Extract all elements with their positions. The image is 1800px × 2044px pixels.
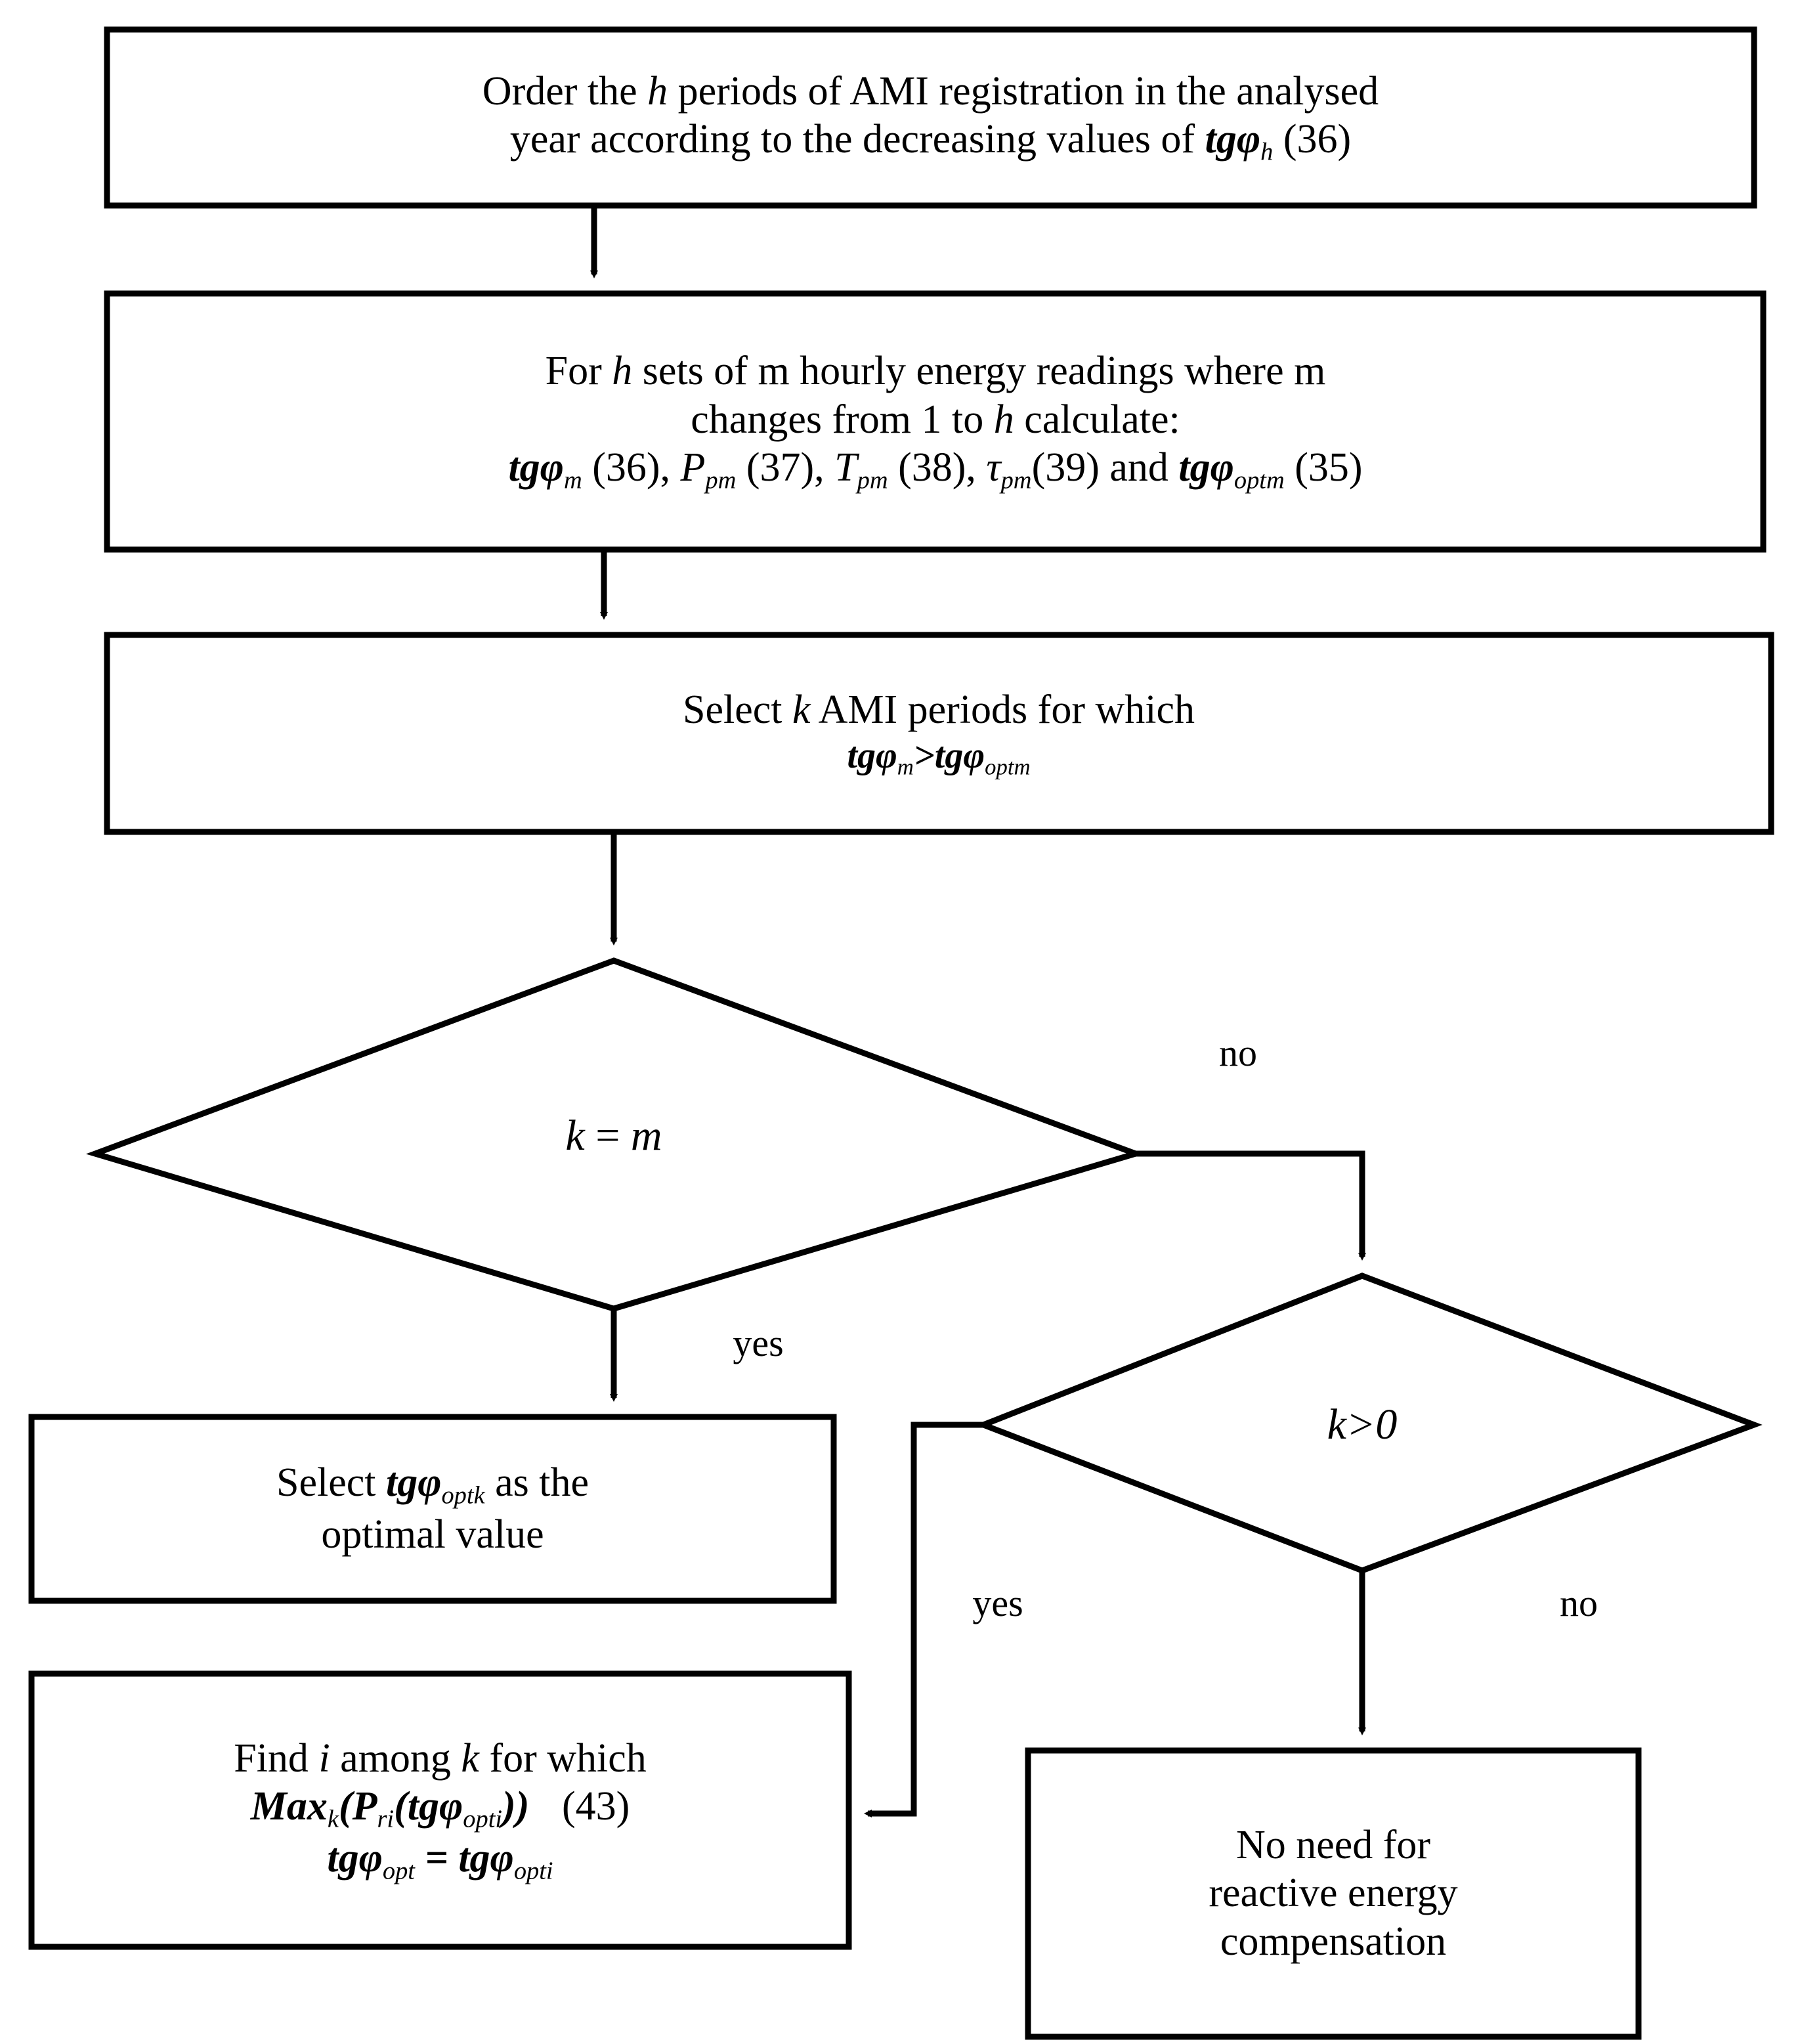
node-select-k-periods-shape [104, 632, 1774, 835]
node-decision-k-gt-0-shape [975, 1272, 1763, 1574]
edge-label-yes-k-gt-0: yes [972, 1582, 1023, 1624]
edge-label-no-k-eq-m: no [1219, 1032, 1257, 1074]
node-select-optimal-shape [28, 1414, 837, 1604]
node-decision-k-eq-m-shape [85, 957, 1146, 1312]
edge-k-gt-0-yes-to-find-i [864, 1422, 983, 1817]
edge-label-yes-k-eq-m: yes [733, 1322, 784, 1364]
node-calculate-sets-shape [104, 290, 1767, 553]
edge-k-eq-m-no-to-k-gt-0 [1136, 1150, 1366, 1261]
edge-label-no-k-gt-0: no [1560, 1582, 1598, 1624]
node-order-periods-shape [104, 26, 1757, 209]
node-no-compensation-shape [1025, 1747, 1642, 2040]
node-find-i-shape [28, 1670, 852, 1950]
